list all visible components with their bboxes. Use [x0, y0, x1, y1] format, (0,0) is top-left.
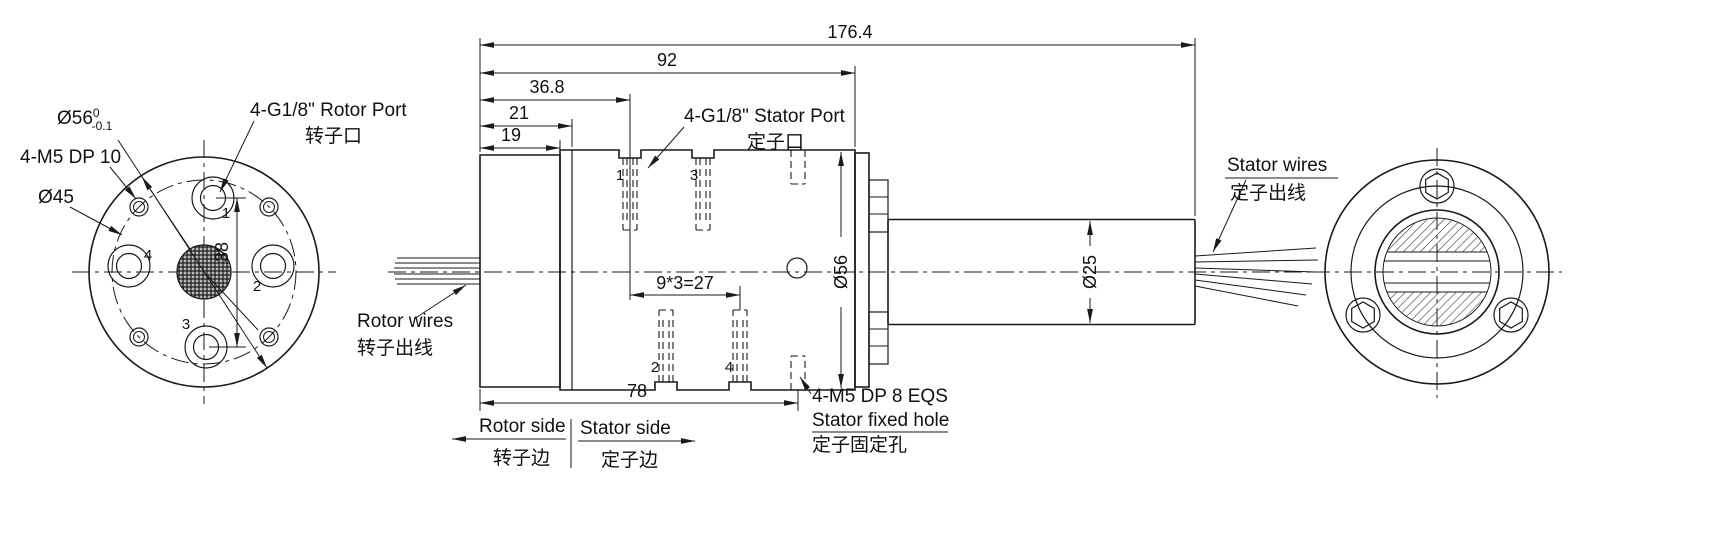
stator-wires: [1194, 247, 1319, 307]
left-outer-body-circle: [88, 156, 320, 388]
stator-port-label-cn: 定子口: [747, 131, 804, 153]
dia-shaft-label: Ø25: [1080, 255, 1100, 289]
fixed-hole-label-cn: 定子固定孔: [812, 434, 907, 456]
dia-body-label: Ø56: [831, 255, 851, 289]
dim-176-label: 176.4: [827, 22, 872, 42]
rotor-side-label-en: Rotor side: [479, 416, 566, 437]
port-number-4: 4: [144, 247, 152, 264]
rotor-side-label-cn: 转子边: [493, 447, 550, 469]
flange-plate: [854, 152, 870, 388]
right-end-view: [1312, 148, 1562, 398]
bore-lines: [1384, 251, 1490, 293]
rotor-port-4: [107, 244, 151, 288]
hidden-stator-fixed-holes: [790, 150, 806, 390]
dim-38-label: 38: [212, 242, 232, 262]
set-screw-hole: [786, 257, 808, 279]
body-outline: [479, 149, 1196, 391]
dim-36-8-label: 36.8: [529, 77, 564, 97]
left-dia56-dimension: [117, 139, 268, 369]
hex-bolt-top: [1419, 168, 1455, 204]
right-outer-circle: [1324, 159, 1550, 385]
rotor-wires: [394, 257, 480, 285]
rotor-port-2: [251, 244, 295, 288]
m5-holes: [129, 197, 279, 347]
side-port-number-2: 2: [651, 359, 659, 376]
left-radial-line: [203, 271, 259, 331]
dia45-label: Ø45: [38, 187, 74, 208]
hex-bolt-right: [1493, 297, 1529, 333]
dimension-lines: [479, 38, 1196, 411]
left-leaders: [69, 120, 255, 236]
flange-bolt-top: [868, 179, 889, 233]
right-hub-circle: [1374, 209, 1500, 335]
stator-wires-label-cn: 定子出线: [1230, 182, 1306, 204]
dim-19-label: 19: [501, 125, 521, 145]
leader-lines: [413, 126, 1247, 395]
stator-side-label-cn: 定子边: [601, 449, 658, 471]
flange-bolt-bottom: [868, 311, 889, 365]
right-view-centerlines: [1312, 148, 1562, 398]
rotor-wires-label-en: Rotor wires: [357, 311, 453, 332]
left-dim-38: 38: [209, 197, 246, 348]
left-end-view: 38 Ø560-0.1 4-M5 DP 10 Ø45 4-G1/8" Rotor…: [20, 100, 407, 404]
rotor-wires-label-cn: 转子出线: [357, 337, 433, 359]
hidden-stator-ports: [622, 158, 748, 382]
right-flange-circle: [1350, 185, 1524, 359]
fixed-hole-label-2: Stator fixed hole: [812, 410, 949, 431]
stator-wires-label-en: Stator wires: [1227, 155, 1327, 176]
dim-21-label: 21: [509, 103, 529, 123]
side-legend: Rotor side 转子边 Stator side 定子边: [452, 416, 695, 471]
m5-dp10-label: 4-M5 DP 10: [20, 147, 121, 168]
stator-side-label-en: Stator side: [580, 418, 671, 439]
rotor-port-label-en: 4-G1/8" Rotor Port: [250, 100, 407, 121]
dim-92-label: 92: [657, 50, 677, 70]
port-number-1: 1: [222, 205, 230, 222]
dim-port-pitch-label: 9*3=27: [656, 273, 714, 293]
hex-bolt-left: [1345, 297, 1381, 333]
side-port-number-3: 3: [690, 167, 698, 184]
dim-78-label: 78: [627, 381, 647, 401]
port-number-2: 2: [253, 278, 261, 295]
stator-port-label-en: 4-G1/8" Stator Port: [684, 106, 846, 127]
rotor-port-label-cn: 转子口: [305, 125, 362, 147]
dia56-tolerance-label: Ø560-0.1: [57, 106, 113, 133]
stator-shaft: [887, 218, 1196, 326]
fixed-hole-label-1: 4-M5 DP 8 EQS: [812, 386, 948, 407]
side-port-number-4: 4: [725, 359, 733, 376]
port-number-3: 3: [182, 316, 190, 333]
side-section-view: 176.4 92 36.8 21 19 78 9*3=27 Ø56 Ø25 4-…: [357, 22, 1338, 471]
side-port-number-1: 1: [616, 167, 624, 184]
left-bolt-circle: [111, 179, 297, 365]
